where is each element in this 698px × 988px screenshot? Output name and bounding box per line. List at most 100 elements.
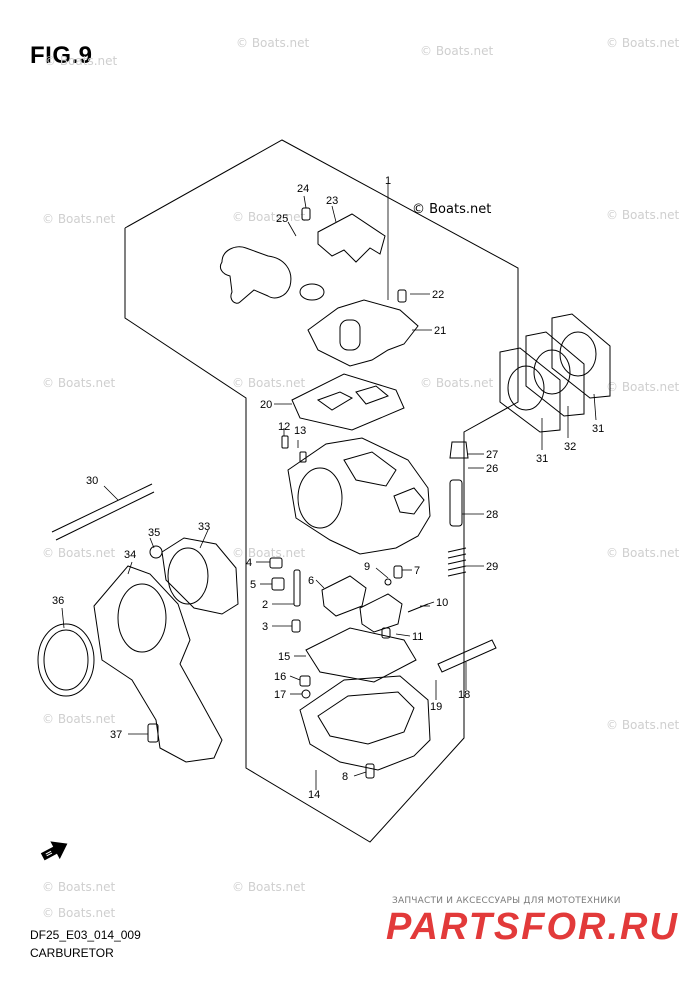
- part-label-35: 35: [148, 527, 160, 539]
- watermark: © Boats.net: [232, 376, 306, 390]
- part-9-washer: [384, 578, 392, 586]
- part-label-32: 32: [564, 441, 576, 453]
- float-bowl: [299, 675, 431, 771]
- part-18-tube: [437, 639, 497, 673]
- part-30-bolt: [51, 483, 153, 533]
- shop-tagline: ЗАПЧАСТИ И АКСЕССУАРЫ ДЛЯ МОТОТЕХНИКИ: [392, 896, 621, 906]
- watermark: © Boats.net: [606, 546, 680, 560]
- part-33-flange: [161, 537, 239, 615]
- watermark: © Boats.net: [232, 546, 306, 560]
- part-10-pin: [407, 603, 429, 613]
- part-21-boss: [339, 319, 361, 351]
- part-25-shape: [219, 246, 292, 304]
- part-label-36: 36: [52, 595, 64, 607]
- watermark: © Boats.net: [232, 210, 306, 224]
- part-20-gasket: [291, 373, 405, 431]
- part-label-22: 22: [432, 289, 444, 301]
- part-31a-gasket: [499, 347, 561, 433]
- watermark: © Boats.net: [42, 712, 116, 726]
- part-12-screw: [281, 435, 289, 449]
- part-label-10: 10: [436, 597, 448, 609]
- part-23-shape: [317, 213, 386, 263]
- watermark: © Boats.net: [236, 36, 310, 50]
- part-5-jet: [271, 577, 285, 591]
- part-label-31b: 31: [592, 423, 604, 435]
- part-7-screw: [393, 565, 403, 579]
- shop-brand-logo: PARTSFOR.RU: [386, 906, 679, 948]
- part-21-shape: [307, 299, 419, 367]
- part-label-25: 25: [276, 213, 288, 225]
- watermark: © Boats.net: [42, 212, 116, 226]
- assembly-boundary: [124, 139, 519, 843]
- watermark: © Boats.net: [42, 546, 116, 560]
- part-label-3: 3: [262, 621, 268, 633]
- part-label-15: 15: [278, 651, 290, 663]
- part-37-bolt: [147, 723, 159, 743]
- part-label-17: 17: [274, 689, 286, 701]
- watermark: © Boats.net: [44, 54, 118, 68]
- part-label-14: 14: [308, 789, 320, 801]
- part-label-33: 33: [198, 521, 210, 533]
- part-25-oring: [299, 283, 325, 301]
- carburetor-body: [287, 437, 431, 555]
- part-6-float: [321, 575, 367, 617]
- part-29-spring: [447, 547, 467, 577]
- part-22-screw: [397, 289, 407, 303]
- part-label-8: 8: [342, 771, 348, 783]
- part-28-valve: [449, 479, 463, 527]
- part-label-34: 34: [124, 549, 136, 561]
- part-label-29: 29: [486, 561, 498, 573]
- part-label-1: 1: [385, 175, 391, 187]
- watermark: © Boats.net: [606, 208, 680, 222]
- part-8-screw: [365, 763, 375, 779]
- part-17-washer: [301, 689, 311, 699]
- watermark: © Boats.net: [606, 380, 680, 394]
- watermark: © Boats.net: [420, 376, 494, 390]
- part-35-nut: [149, 545, 163, 559]
- part-label-27: 27: [486, 449, 498, 461]
- part-32-gasket: [525, 331, 585, 417]
- part-labels: 1 24 23 25 22 21 20 31 32 31 12 13 27 26…: [52, 175, 604, 801]
- figure-name: CARBURETOR: [30, 946, 114, 960]
- watermark: © Boats.net: [232, 880, 306, 894]
- figure-title: FIG.9: [30, 42, 93, 69]
- part-4-plug: [269, 557, 283, 569]
- part-11-screw: [381, 627, 391, 639]
- part-label-18: 18: [458, 689, 470, 701]
- part-label-30: 30: [86, 475, 98, 487]
- carb-bore: [297, 467, 343, 529]
- part-label-24: 24: [297, 183, 309, 195]
- watermark: © Boats.net: [606, 36, 680, 50]
- part-label-11: 11: [412, 631, 423, 643]
- leader-lines: [61, 184, 597, 790]
- part-label-28: 28: [486, 509, 498, 521]
- part-label-31a: 31: [536, 453, 548, 465]
- part-24-screw: [301, 207, 311, 221]
- part-label-19: 19: [430, 701, 442, 713]
- part-label-26: 26: [486, 463, 498, 475]
- watermark: © Boats.net: [42, 906, 116, 920]
- part-6-float-b: [359, 593, 403, 633]
- watermark-main: © Boats.net: [412, 202, 492, 217]
- part-label-12: 12: [278, 421, 290, 433]
- watermark: © Boats.net: [42, 880, 116, 894]
- part-label-6: 6: [308, 575, 314, 587]
- watermark: © Boats.net: [42, 376, 116, 390]
- part-36-ring: [37, 623, 95, 697]
- part-label-4: 4: [246, 557, 252, 569]
- figure-code: DF25_E03_014_009: [30, 928, 141, 942]
- part-label-2: 2: [262, 599, 268, 611]
- part-label-9: 9: [364, 561, 370, 573]
- part-label-7: 7: [414, 565, 420, 577]
- part-label-37: 37: [110, 729, 122, 741]
- part-label-16: 16: [274, 671, 286, 683]
- part-2-needle: [293, 569, 301, 607]
- part-34-bracket: [93, 565, 223, 763]
- part-label-13: 13: [294, 425, 306, 437]
- watermark: © Boats.net: [420, 44, 494, 58]
- part-3-jet: [291, 619, 301, 633]
- part-13-screw: [299, 451, 307, 463]
- part-label-5: 5: [250, 579, 256, 591]
